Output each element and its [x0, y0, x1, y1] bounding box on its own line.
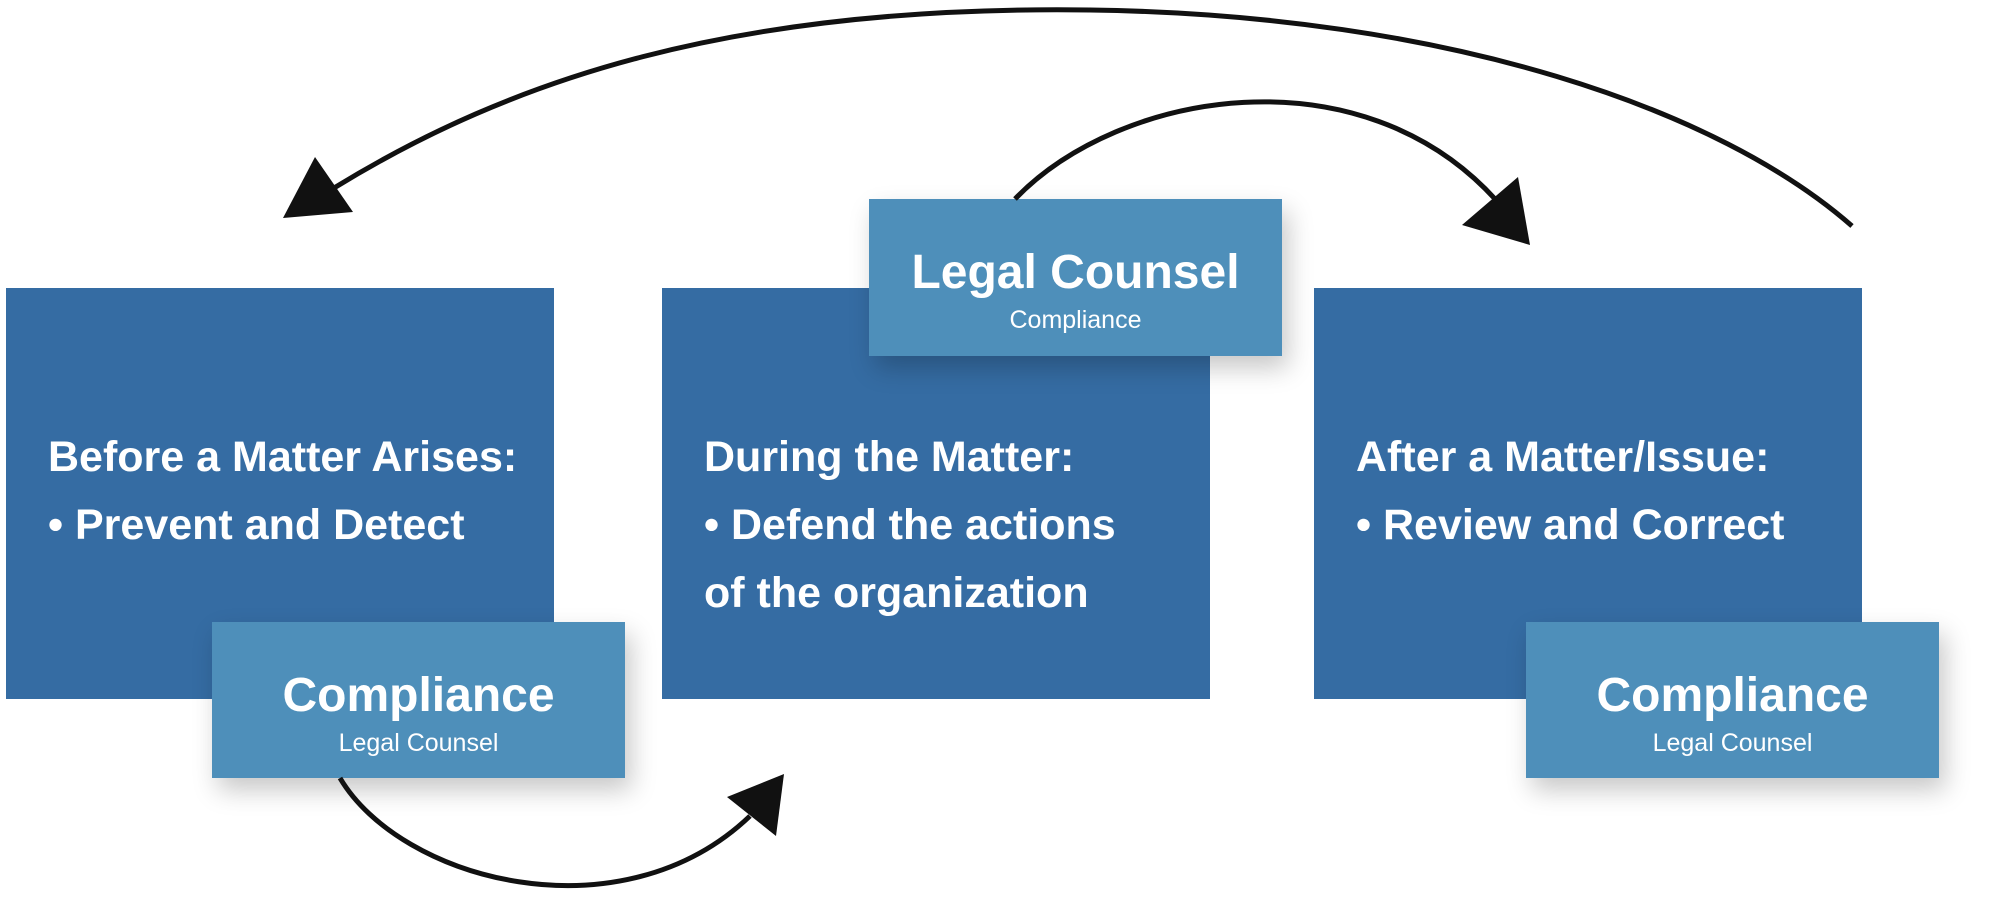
stage-after-bullet: • Review and Correct [1356, 501, 1785, 549]
stage-during-box: During the Matter: • Defend the actions … [662, 288, 1210, 699]
role-during-subtitle: Compliance [1009, 306, 1142, 334]
stage-before-text: Before a Matter Arises: • Prevent and De… [48, 423, 534, 559]
stage-during-bullet: • Defend the actions [704, 501, 1116, 549]
arrow-before-to-during-curve [337, 776, 752, 889]
arrow-after-to-before-curve [332, 7, 1854, 228]
arrow-during-to-after-curve [1013, 99, 1498, 202]
role-after-subtitle: Legal Counsel [1652, 729, 1813, 757]
stage-before-heading: Before a Matter Arises: [48, 433, 518, 481]
stage-after-heading: After a Matter/Issue: [1356, 433, 1770, 481]
arrow-after-to-before-head [283, 157, 353, 218]
stage-during-text: During the Matter: • Defend the actions … [704, 423, 1190, 627]
stage-during-heading: During the Matter: [704, 433, 1075, 481]
role-before-title: Compliance [282, 669, 555, 722]
arrow-before-to-during-head [727, 774, 784, 836]
role-during-title: Legal Counsel [911, 246, 1240, 299]
arrow-during-to-after-head [1462, 177, 1530, 245]
role-before-subtitle: Legal Counsel [338, 729, 499, 757]
role-box-before: Compliance Legal Counsel [212, 622, 625, 778]
stage-after-text: After a Matter/Issue: • Review and Corre… [1356, 423, 1842, 559]
role-box-after: Compliance Legal Counsel [1526, 622, 1939, 778]
stage-before-bullet: • Prevent and Detect [48, 501, 465, 549]
stage-during-bullet-cont: of the organization [704, 569, 1089, 617]
role-after-title: Compliance [1596, 669, 1869, 722]
role-box-during: Legal Counsel Compliance [869, 199, 1282, 356]
